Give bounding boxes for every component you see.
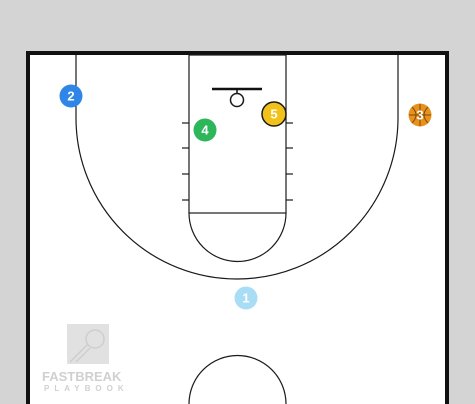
watermark-ball-icon <box>85 329 105 349</box>
lane <box>188 54 287 214</box>
lane-hash-marks <box>182 122 293 201</box>
player-4[interactable]: 4 <box>193 118 217 142</box>
player-1-marker[interactable] <box>234 286 258 310</box>
player-2-marker[interactable] <box>59 84 83 108</box>
free-throw-circle <box>188 212 287 263</box>
player-2-number: 2 <box>67 89 74 104</box>
rim <box>229 92 245 108</box>
player-4-number: 4 <box>201 123 209 138</box>
watermark-logo: FASTBREAK PLAYBOOK <box>42 324 129 393</box>
center-circle <box>188 354 287 404</box>
player-1-number: 1 <box>242 291 249 306</box>
player-3[interactable]: 3 <box>408 103 432 127</box>
player-5[interactable]: 5 <box>261 101 287 127</box>
player-4-marker[interactable] <box>193 118 217 142</box>
watermark-line1: FASTBREAK <box>42 369 122 384</box>
player-1[interactable]: 1 <box>234 286 258 310</box>
player-2[interactable]: 2 <box>59 84 83 108</box>
three-point-line <box>75 55 399 280</box>
watermark-line2: PLAYBOOK <box>44 384 129 393</box>
player-5-number: 5 <box>270 107 277 122</box>
basketball-icon <box>409 104 431 126</box>
player-3-number: 3 <box>416 108 423 123</box>
player-5-marker[interactable] <box>261 101 287 127</box>
